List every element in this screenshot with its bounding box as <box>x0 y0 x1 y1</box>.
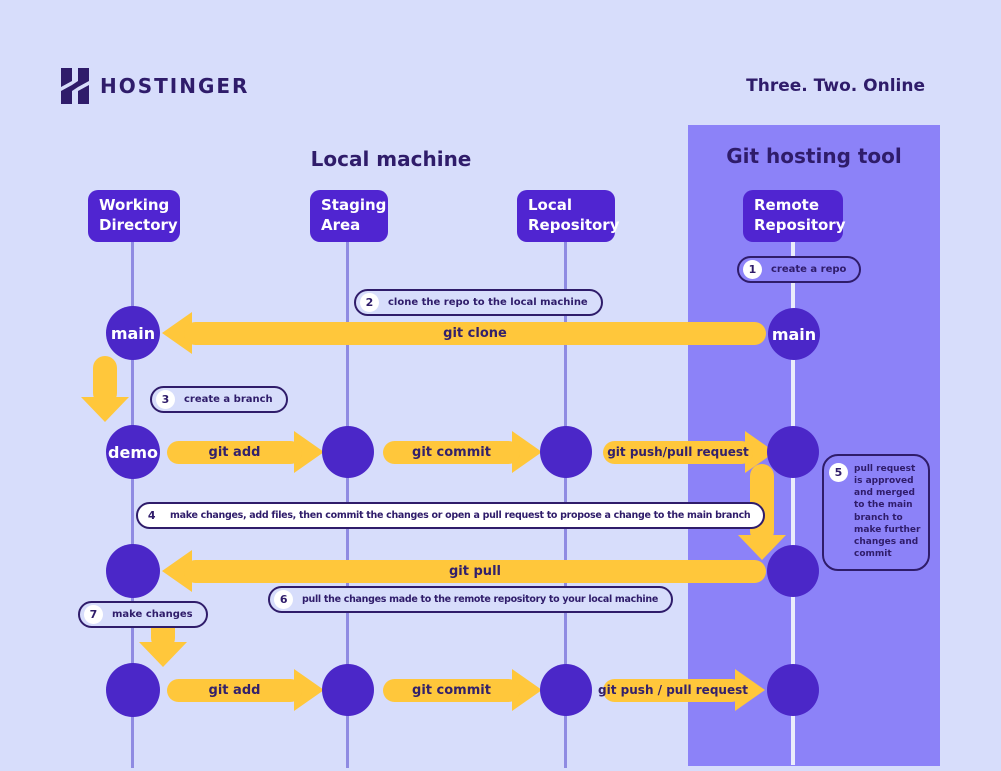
callout-make-changes-commit: 4 make changes, add files, then commit t… <box>136 502 766 529</box>
git-commit-label: git commit <box>412 444 491 460</box>
node-working-2 <box>106 544 160 598</box>
callout-number: 5 <box>829 463 848 482</box>
node-remote-1 <box>767 426 819 478</box>
git-push-label: git push/pull request <box>607 445 749 459</box>
callout-pull-changes: 6 pull the changes made to the remote re… <box>268 586 673 613</box>
callout-text: clone the repo to the local machine <box>388 297 588 308</box>
remote-repository-line <box>791 242 795 765</box>
node-main-remote: main <box>768 308 820 360</box>
callout-text: make changes <box>112 609 193 620</box>
git-pull-arrow: git pull <box>162 549 766 593</box>
callout-pull-request-approved: 5 pull request is approved and merged to… <box>822 454 930 572</box>
working-directory-line <box>131 240 134 768</box>
callout-text: make changes, add files, then commit the… <box>170 510 751 521</box>
callout-create-a-repo: 1 create a repo <box>737 256 862 283</box>
git-pull-label: git pull <box>449 563 501 579</box>
arrow-head-down <box>81 397 129 422</box>
callout-text: pull request is approved and merged to t… <box>854 464 921 559</box>
git-push-pull-request-arrow-2: git push / pull request <box>598 668 765 712</box>
node-staging-2 <box>322 664 374 716</box>
git-commit-arrow-1: git commit <box>383 430 542 474</box>
brand-name: HOSTINGER <box>100 74 250 98</box>
callout-create-a-branch: 3 create a branch <box>150 386 288 413</box>
node-remote-2 <box>767 545 819 597</box>
git-add-label: git add <box>208 444 261 460</box>
git-add-arrow-1: git add <box>167 430 324 474</box>
callout-number: 6 <box>274 590 293 609</box>
column-remote-repository: Remote Repository <box>743 190 846 242</box>
brand: HOSTINGER <box>60 68 249 104</box>
header: HOSTINGER Three. Two. Online <box>60 64 925 108</box>
branch-down-arrow <box>81 356 129 422</box>
callout-number: 2 <box>360 293 379 312</box>
column-working-directory: Working Directory <box>88 190 180 242</box>
callout-text: pull the changes made to the remote repo… <box>302 594 658 605</box>
local-machine-heading: Local machine <box>310 147 472 171</box>
git-push-pull-request-arrow-1: git push/pull request <box>603 430 775 474</box>
column-local-repository: Local Repository <box>517 190 620 242</box>
node-main-local: main <box>106 306 160 360</box>
hostinger-logo-icon <box>61 68 89 104</box>
callout-number: 4 <box>142 506 161 525</box>
callout-number: 3 <box>156 390 175 409</box>
node-demo: demo <box>106 425 160 479</box>
callout-text: create a branch <box>184 394 273 405</box>
callout-number: 1 <box>743 260 762 279</box>
node-local-repo-1 <box>540 426 592 478</box>
git-push-label: git push / pull request <box>598 683 748 697</box>
brand-tagline: Three. Two. Online <box>746 76 925 96</box>
git-add-arrow-2: git add <box>167 668 324 712</box>
git-commit-label: git commit <box>412 682 491 698</box>
callout-make-changes: 7 make changes <box>78 601 208 628</box>
node-local-repo-2 <box>540 664 592 716</box>
callout-number: 7 <box>84 605 103 624</box>
git-hosting-tool-heading: Git hosting tool <box>726 144 902 168</box>
arrow-head-down <box>138 642 187 667</box>
callout-clone-repo: 2 clone the repo to the local machine <box>354 289 603 316</box>
git-clone-arrow: git clone <box>162 311 766 355</box>
git-commit-arrow-2: git commit <box>383 668 542 712</box>
node-remote-3 <box>767 664 819 716</box>
node-staging-1 <box>322 426 374 478</box>
node-working-3 <box>106 663 160 717</box>
callout-text: create a repo <box>771 264 847 275</box>
column-staging-area: Staging Area <box>310 190 388 242</box>
git-add-label: git add <box>208 682 261 698</box>
git-clone-label: git clone <box>443 325 507 341</box>
